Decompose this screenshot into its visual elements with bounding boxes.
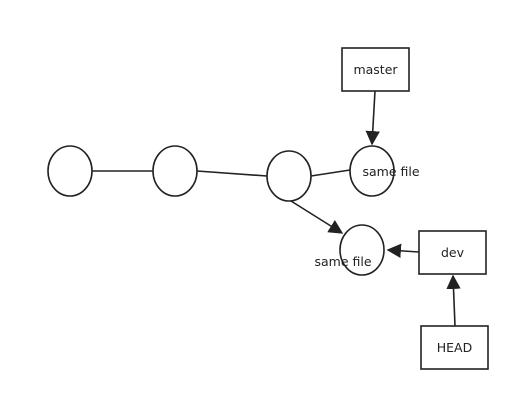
edge-commit3-master-commit (310, 169, 351, 177)
ref-box-master: master (341, 47, 410, 92)
edge-commit3-dev-commit (290, 200, 344, 234)
edge-commit2-commit3 (196, 170, 268, 177)
ref-box-dev: dev (418, 230, 487, 275)
ref-head-label: HEAD (437, 340, 472, 355)
commit-node-dev: same file (314, 224, 385, 276)
commit-node-1 (47, 145, 93, 197)
arrow-dev-pointer (386, 243, 420, 259)
commit-master-label: same file (362, 164, 419, 179)
ref-master-label: master (353, 62, 398, 77)
ref-dev-label: dev (441, 245, 465, 260)
ref-box-head: HEAD (420, 325, 489, 370)
commit-dev-label: same file (314, 254, 371, 269)
arrow-head-pointer (446, 274, 461, 327)
commit-node-3 (266, 150, 312, 202)
commit-node-2 (152, 145, 198, 197)
arrow-master-pointer (365, 90, 380, 146)
commit-node-master: same file (349, 145, 420, 197)
